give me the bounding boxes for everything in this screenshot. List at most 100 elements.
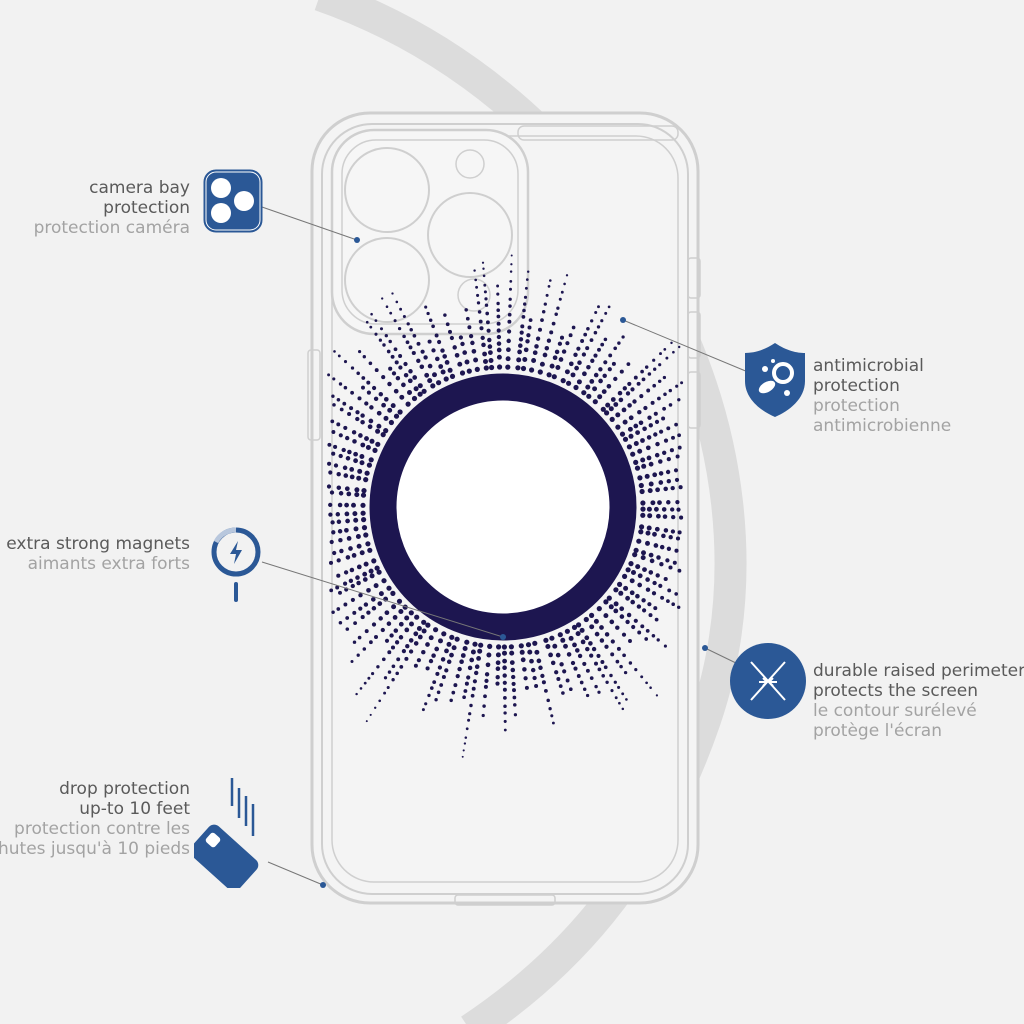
pattern-dot <box>451 690 456 695</box>
pattern-dot <box>350 597 355 602</box>
pattern-dot <box>613 376 618 382</box>
pattern-dot <box>432 680 437 685</box>
pattern-dot <box>641 377 646 382</box>
pattern-dot <box>594 684 598 689</box>
pattern-dot <box>444 360 450 365</box>
pattern-dot <box>403 361 408 367</box>
pattern-dot <box>474 670 479 676</box>
pattern-dot <box>503 719 507 723</box>
pattern-dot <box>510 667 516 673</box>
pattern-dot <box>563 643 568 649</box>
pattern-dot <box>473 357 479 363</box>
pattern-dot <box>359 460 365 466</box>
pattern-dot <box>427 378 433 384</box>
pattern-dot <box>561 691 565 695</box>
pattern-dot <box>505 364 511 370</box>
pattern-dot <box>594 661 598 666</box>
pattern-dot <box>640 457 646 463</box>
pattern-dot <box>421 708 425 712</box>
pattern-dot <box>470 649 476 655</box>
pattern-dot <box>487 337 492 343</box>
pattern-dot <box>378 591 384 597</box>
pattern-dot <box>348 578 354 583</box>
pattern-dot <box>594 310 598 315</box>
pattern-dot <box>610 397 616 402</box>
pattern-dot <box>472 641 478 647</box>
pattern-dot <box>548 707 552 711</box>
pattern-dot <box>343 385 348 390</box>
pattern-dot <box>640 500 646 506</box>
pattern-dot <box>554 670 559 675</box>
pattern-dot <box>560 290 564 294</box>
pattern-dot <box>549 635 555 641</box>
pattern-dot <box>398 365 403 370</box>
pattern-dot <box>485 662 491 668</box>
pattern-dot <box>437 339 442 345</box>
pattern-dot <box>540 673 545 679</box>
pattern-dot <box>496 341 502 346</box>
pattern-dot <box>576 346 581 351</box>
pattern-dot <box>401 649 406 654</box>
pattern-dot <box>628 415 634 421</box>
pattern-dot <box>379 327 384 331</box>
pattern-dot <box>658 459 663 464</box>
feature-subtitle-fr: protection contre les <box>14 819 190 839</box>
pattern-dot <box>503 711 507 715</box>
pattern-dot <box>671 514 676 520</box>
pattern-dot <box>482 358 489 365</box>
pattern-dot <box>428 658 434 664</box>
pattern-dot <box>566 652 572 657</box>
pattern-dot <box>462 749 465 752</box>
pattern-dot <box>445 322 450 327</box>
pattern-dot <box>642 567 647 572</box>
pattern-dot <box>615 412 621 418</box>
pattern-dot <box>388 419 394 426</box>
pattern-dot <box>481 713 485 718</box>
pattern-dot <box>582 371 587 377</box>
pattern-dot <box>381 375 386 380</box>
pattern-dot <box>431 348 436 353</box>
feature-title: extra strong magnets <box>6 534 190 554</box>
pattern-dot <box>438 638 443 644</box>
pattern-dot <box>637 448 643 454</box>
pattern-dot <box>366 610 371 615</box>
pattern-dot <box>488 350 493 355</box>
pattern-dot <box>421 628 427 634</box>
pattern-dot <box>496 301 500 306</box>
pattern-dot <box>647 488 653 494</box>
pattern-dot <box>483 283 487 287</box>
pattern-dot <box>627 426 633 432</box>
pattern-dot <box>460 653 466 658</box>
pattern-dot <box>677 568 682 573</box>
pattern-dot <box>335 512 341 517</box>
pattern-dot <box>425 642 430 647</box>
pattern-dot <box>360 413 365 418</box>
pattern-dot <box>596 325 601 329</box>
pattern-dot <box>476 293 480 297</box>
pattern-dot <box>593 618 599 624</box>
pattern-dot <box>525 278 529 281</box>
pattern-dot <box>680 381 684 385</box>
pattern-dot <box>440 657 446 662</box>
pattern-dot <box>495 681 500 686</box>
pattern-dot <box>439 683 444 687</box>
pattern-dot <box>604 410 610 416</box>
pattern-dot <box>649 558 655 564</box>
pattern-dot <box>508 297 512 301</box>
pattern-dot <box>440 369 446 375</box>
pattern-dot <box>496 314 501 319</box>
pattern-dot <box>552 643 558 649</box>
pattern-dot <box>482 704 486 708</box>
pattern-dot <box>421 649 426 655</box>
pattern-dot <box>424 702 428 706</box>
pattern-dot <box>426 311 430 316</box>
pattern-dot <box>393 319 397 323</box>
pattern-dot <box>424 372 430 378</box>
pattern-dot <box>646 435 652 440</box>
pattern-dot <box>374 368 379 373</box>
pattern-dot <box>381 402 386 408</box>
pattern-dot <box>614 696 618 700</box>
pattern-dot <box>363 477 369 483</box>
pattern-dot <box>660 595 665 600</box>
pattern-dot <box>653 411 658 416</box>
